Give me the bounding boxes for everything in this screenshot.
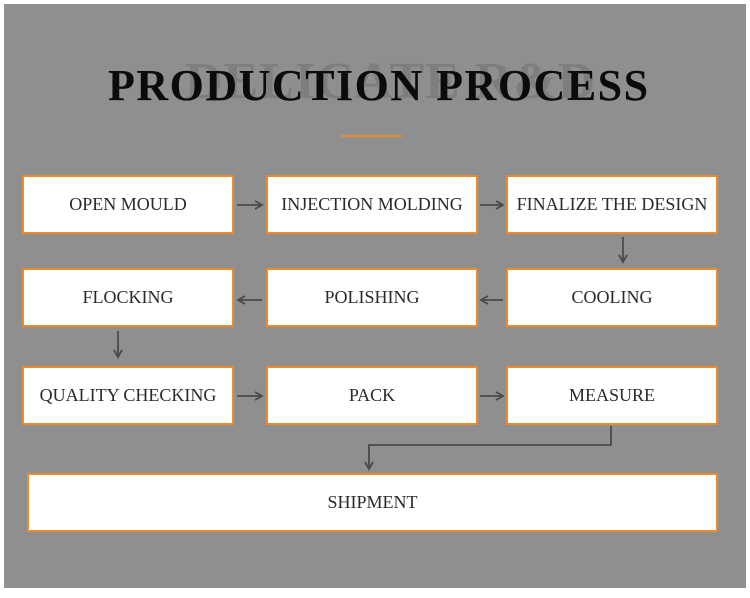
step-pack: PACK	[266, 366, 478, 425]
step-measure: MEASURE	[506, 366, 718, 425]
step-cooling: COOLING	[506, 268, 718, 327]
step-injection-molding: INJECTION MOLDING	[266, 175, 478, 234]
step-finalize-the-design: FINALIZE THE DESIGN	[506, 175, 718, 234]
watermark-text: DELICATE R&D	[185, 53, 597, 110]
title-underline	[341, 135, 402, 137]
page-title: PRODUCTION PROCESS	[108, 61, 650, 110]
step-flocking: FLOCKING	[22, 268, 234, 327]
step-shipment: SHIPMENT	[27, 473, 718, 532]
step-open-mould: OPEN MOULD	[22, 175, 234, 234]
step-quality-checking: QUALITY CHECKING	[22, 366, 234, 425]
step-polishing: POLISHING	[266, 268, 478, 327]
arrow-measure-to-shipment	[364, 426, 612, 471]
